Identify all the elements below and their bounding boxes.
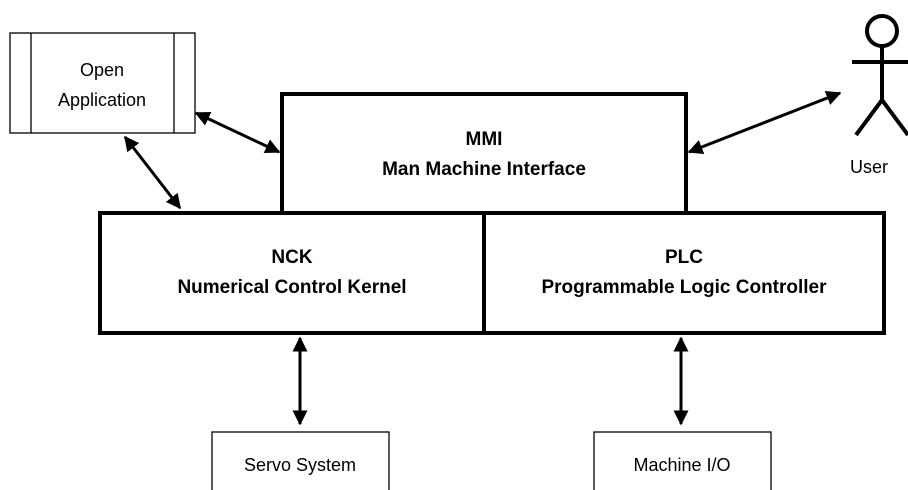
user-actor-head [865, 14, 899, 48]
machine-io-label: Machine I/O [633, 455, 730, 475]
mmi-subtitle: Man Machine Interface [382, 159, 586, 180]
plc-subtitle: Programmable Logic Controller [541, 277, 827, 298]
arrow-mmi-user [687, 90, 842, 155]
user-actor-label: User [850, 157, 888, 177]
nck-subtitle: Numerical Control Kernel [177, 277, 406, 298]
arrow-openapp-nck [123, 135, 182, 210]
user-actor: User [850, 14, 908, 177]
servo-system-label: Servo System [244, 455, 356, 475]
mmi-node: MMI Man Machine Interface [280, 92, 688, 217]
machine-io-node: Machine I/O [593, 431, 772, 490]
plc-node: PLC Programmable Logic Controller [482, 211, 886, 335]
open-application-label-line2: Application [58, 90, 146, 110]
servo-system-node: Servo System [211, 431, 390, 490]
user-actor-left-leg [854, 98, 884, 137]
open-application-node: Open Application [9, 32, 196, 134]
plc-title: PLC [665, 247, 703, 268]
open-application-label-line1: Open [80, 60, 124, 80]
nck-node: NCK Numerical Control Kernel [98, 211, 486, 335]
user-actor-right-leg [880, 98, 908, 137]
mmi-title: MMI [466, 129, 503, 150]
arrow-openapp-mmi [194, 111, 281, 154]
nck-title: NCK [271, 247, 312, 268]
connections [123, 90, 842, 426]
